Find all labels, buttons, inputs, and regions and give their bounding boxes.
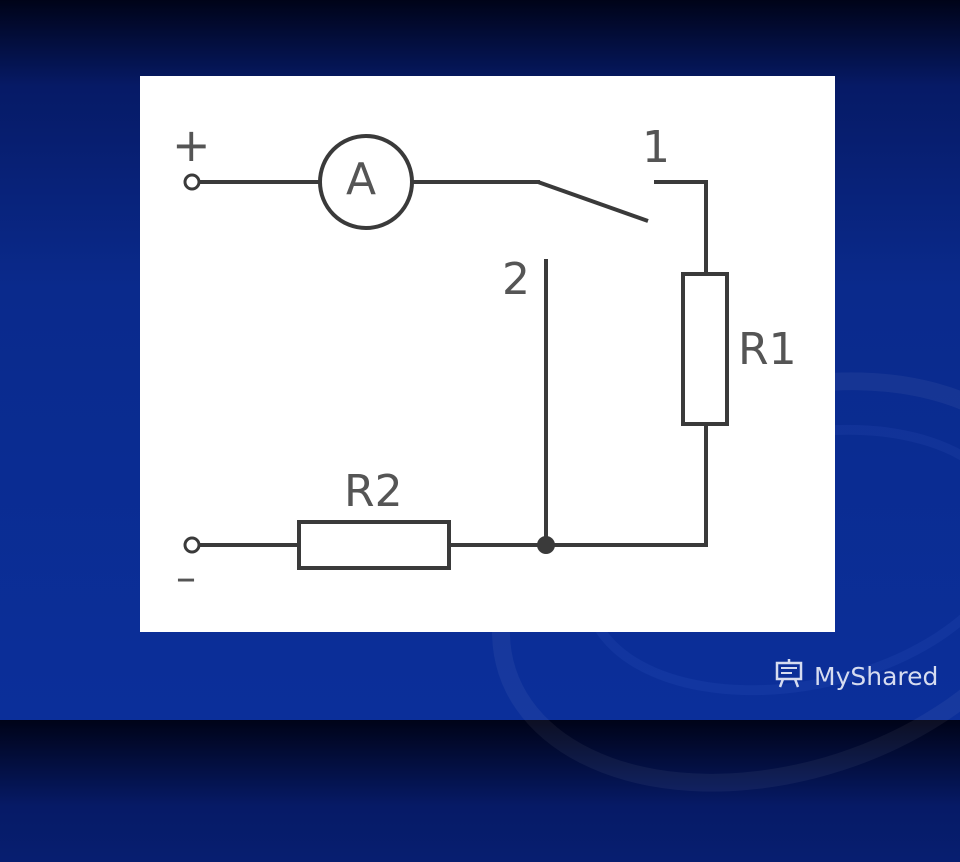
myshared-watermark: MyShared — [772, 656, 938, 696]
plus-terminal — [183, 173, 201, 191]
minus-terminal — [183, 536, 201, 554]
resistor-r2-label: R2 — [344, 466, 403, 517]
circuit-diagram-panel: + A 1 2 R1 R2 – — [140, 76, 835, 632]
ammeter-label: A — [346, 154, 377, 205]
watermark-text: MyShared — [814, 661, 939, 691]
minus-terminal-label: – — [176, 555, 196, 601]
resistor-r1-symbol — [681, 272, 729, 426]
junction-node — [537, 536, 555, 554]
circuit-diagram — [183, 134, 729, 570]
wire-r1-to-junction — [546, 424, 708, 547]
resistor-r1-label: R1 — [738, 324, 797, 375]
switch-blade — [537, 180, 649, 223]
plus-terminal-label: + — [172, 118, 211, 172]
switch-position-1-label: 1 — [642, 122, 670, 173]
presentation-board-icon — [772, 656, 806, 696]
switch-position-2-label: 2 — [502, 254, 530, 305]
resistor-r2-symbol — [297, 520, 451, 570]
wire-contact1-to-r1 — [654, 180, 708, 274]
